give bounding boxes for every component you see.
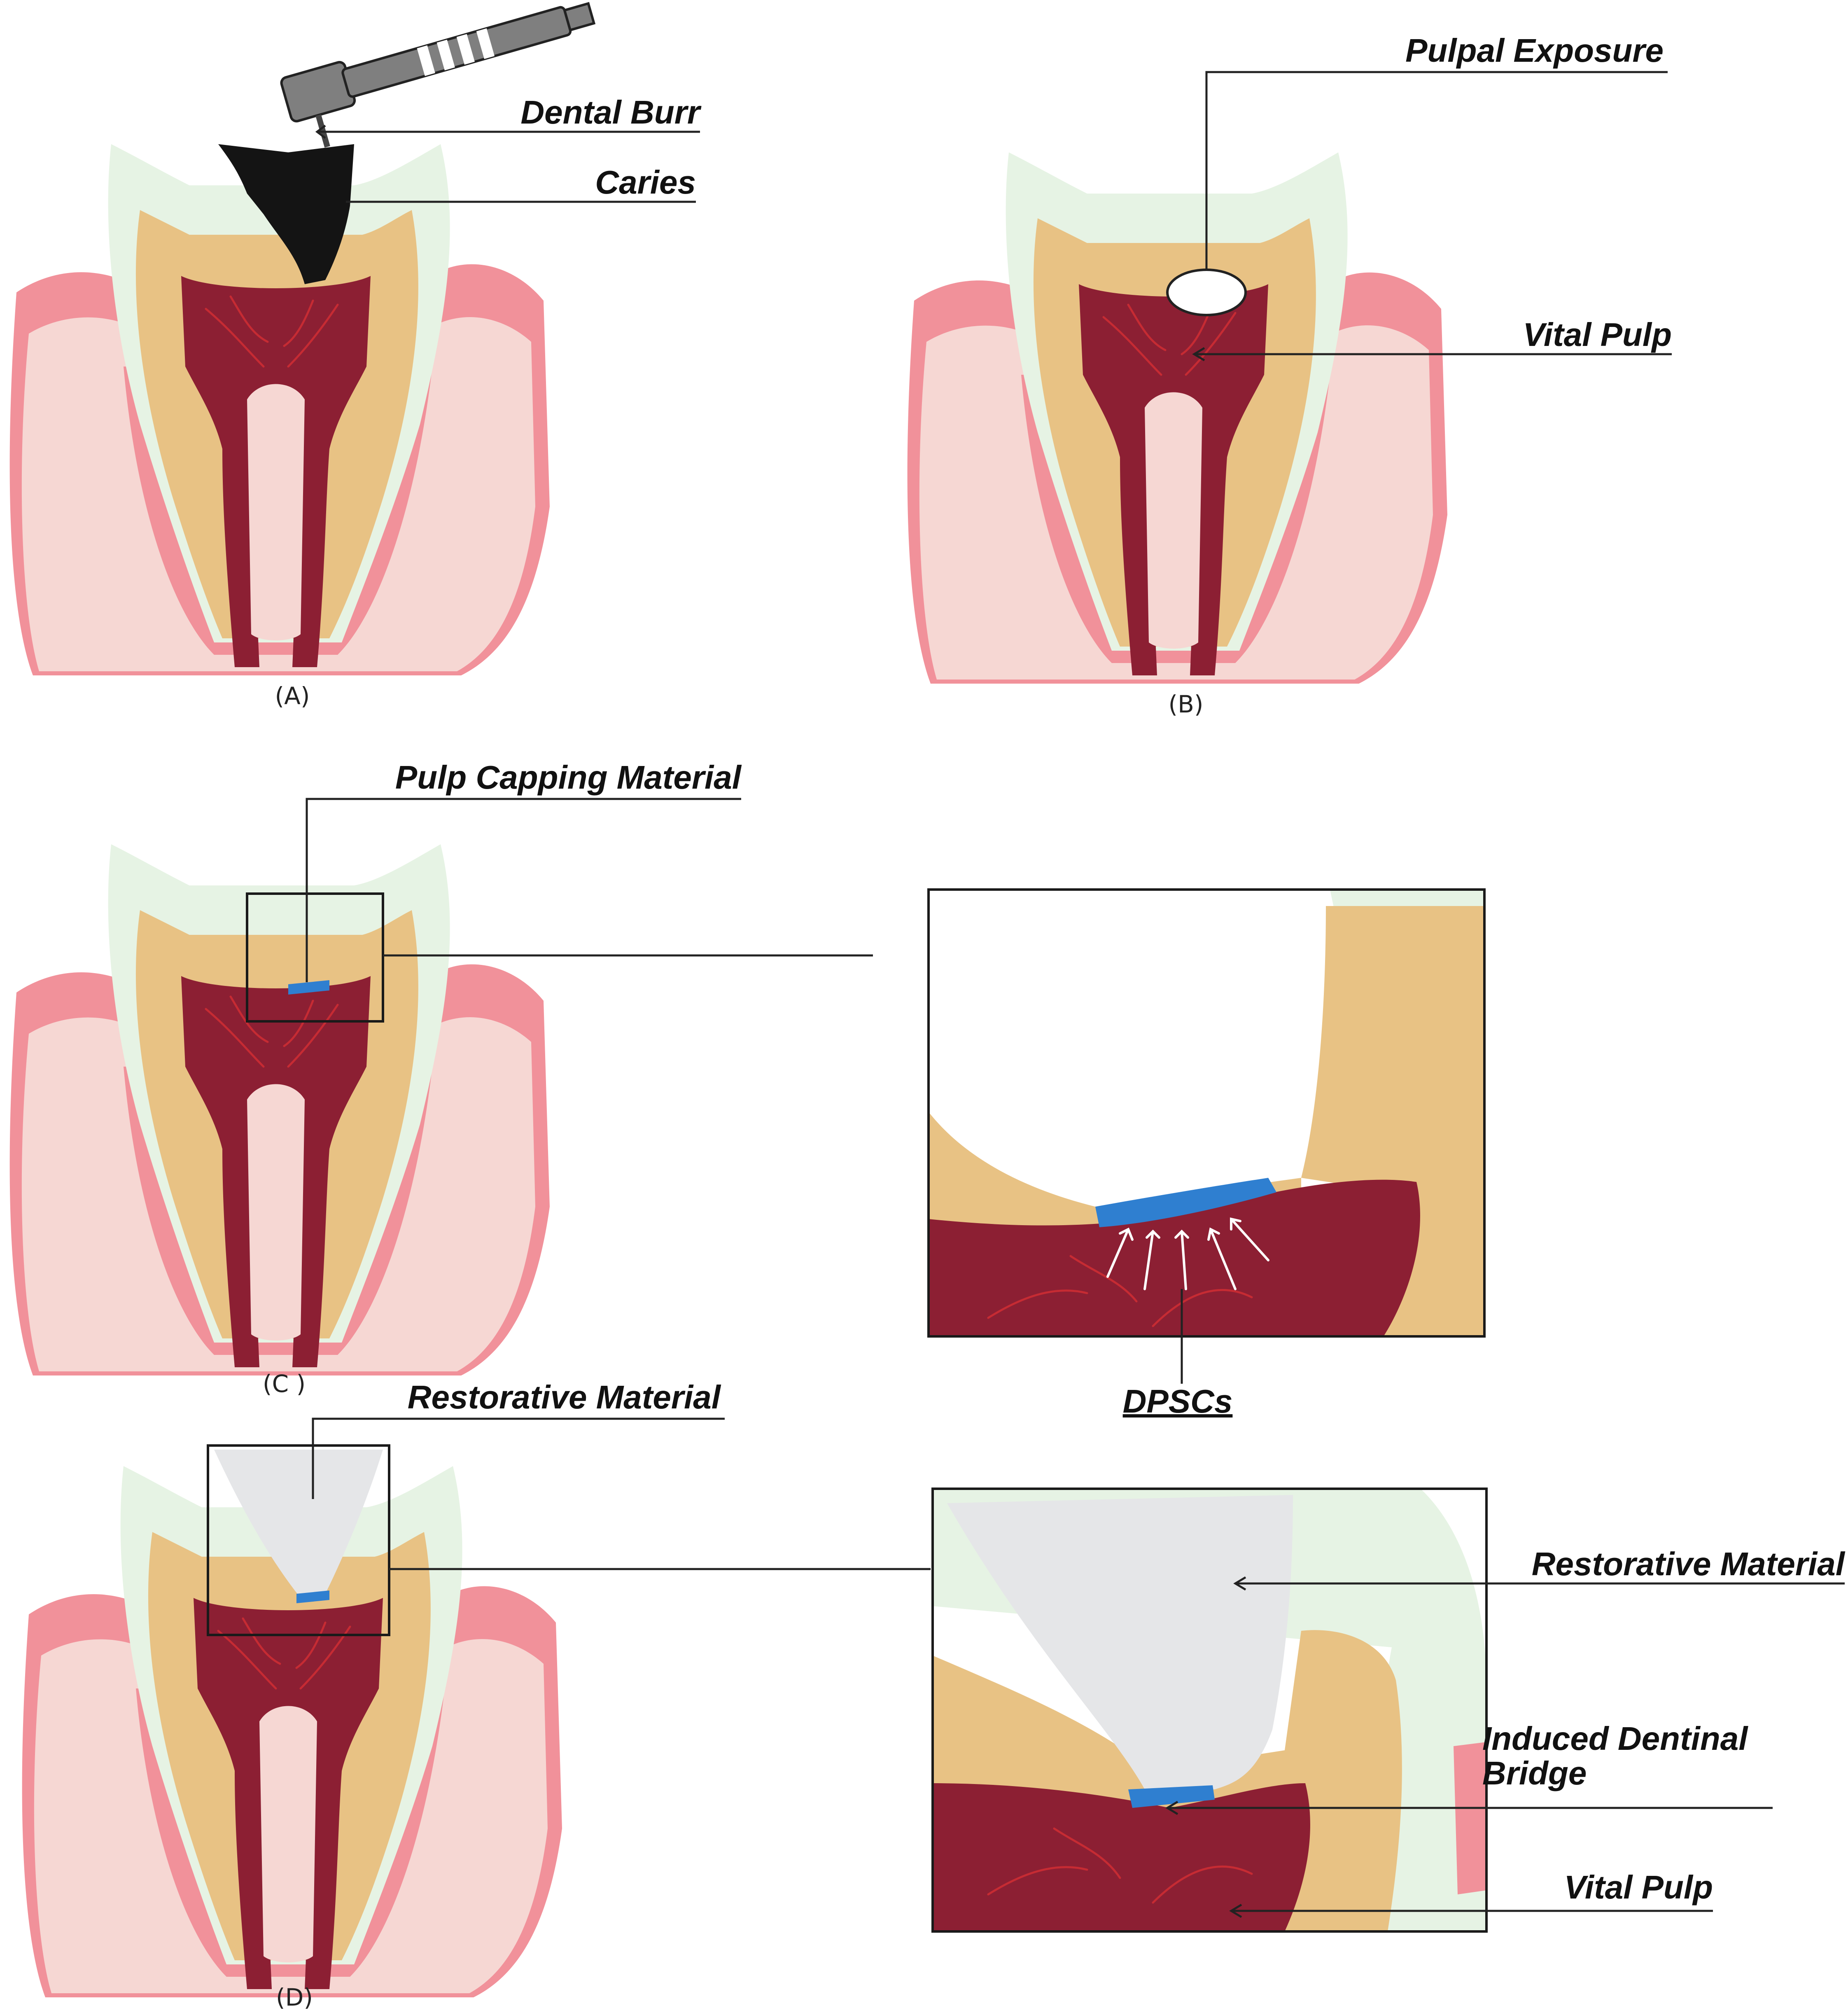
zoom-box-d xyxy=(207,1444,390,1636)
label-induced-dentinal-bridge-wrap: Induced Dentinal Bridge xyxy=(1482,1721,1748,1791)
panel-a: Dental Burr Caries (A) xyxy=(10,2,702,710)
panel-d: Restorative Material Restorative Materia… xyxy=(22,1379,1846,2011)
capping-material-d xyxy=(296,1590,329,1603)
label-vital-pulp-b: Vital Pulp xyxy=(1523,316,1672,353)
zoom-inset-c xyxy=(927,888,1486,1338)
label-pulp-capping-material: Pulp Capping Material xyxy=(395,759,742,796)
caption-a: (A) xyxy=(275,682,310,710)
label-pulpal-exposure: Pulpal Exposure xyxy=(1405,32,1664,69)
caption-b: (B) xyxy=(1168,690,1203,718)
label-dental-burr: Dental Burr xyxy=(520,94,701,131)
panel-b: Pulpal Exposure Vital Pulp (B) xyxy=(908,32,1672,718)
label-caries: Caries xyxy=(595,164,696,201)
label-restorative-material-d: Restorative Material xyxy=(408,1379,721,1415)
label-vital-pulp-d: Vital Pulp xyxy=(1564,1869,1713,1906)
label-dpscs: DPSCs xyxy=(1123,1383,1233,1420)
caption-d: (D) xyxy=(276,1983,313,2011)
restorative-fill-d xyxy=(214,1450,383,1598)
caries xyxy=(218,144,354,284)
caption-c: (C ) xyxy=(263,1370,306,1398)
panel-c: Pulp Capping Material DPSCs (C ) xyxy=(10,759,1486,1420)
zoom-box-c xyxy=(246,892,384,1023)
label-restorative-material-inset: Restorative Material xyxy=(1532,1546,1846,1582)
capping-material xyxy=(288,980,329,995)
zoom-inset-d xyxy=(931,1488,1488,1933)
pulpal-exposure-ellipse xyxy=(1166,269,1247,316)
label-induced-dentinal-bridge: Induced Dentinal Bridge xyxy=(1482,1721,1748,1791)
